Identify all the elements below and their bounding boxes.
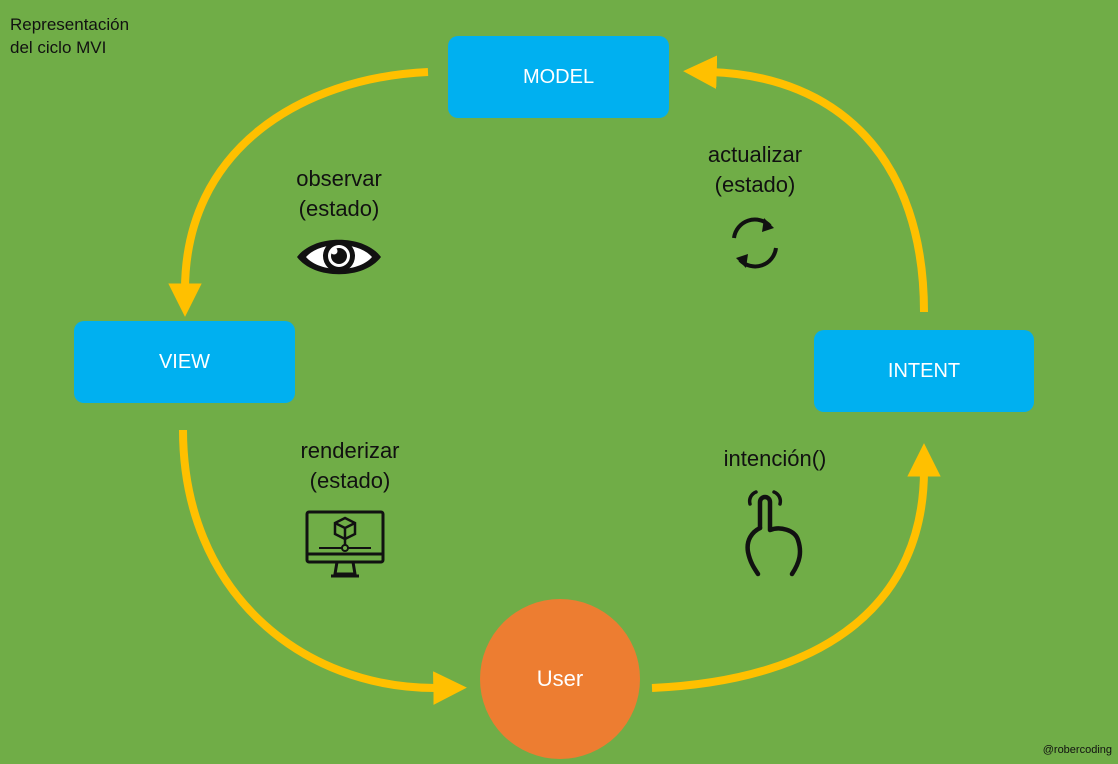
arrow-user-to-intent	[651, 443, 941, 692]
observar-label: observar (estado)	[296, 166, 382, 221]
watermark: @robercoding	[1042, 744, 1112, 756]
arrow-model-to-view	[168, 68, 429, 317]
model-node: MODEL	[448, 36, 669, 118]
eye-icon	[297, 239, 381, 275]
diagram-caption: Representación del ciclo MVI	[10, 15, 130, 57]
arrow-view-to-user	[179, 429, 467, 705]
user-node: User	[480, 599, 640, 759]
intencion-label: intención()	[723, 446, 827, 471]
monitor-icon	[305, 510, 385, 578]
arrow-intent-to-model	[683, 55, 928, 313]
intent-node: INTENT	[814, 330, 1034, 412]
sync-icon	[732, 217, 778, 269]
actualizar-label: actualizar (estado)	[707, 142, 803, 197]
view-node: VIEW	[74, 321, 295, 403]
renderizar-label: renderizar (estado)	[300, 438, 400, 493]
tap-hand-icon	[745, 490, 803, 577]
